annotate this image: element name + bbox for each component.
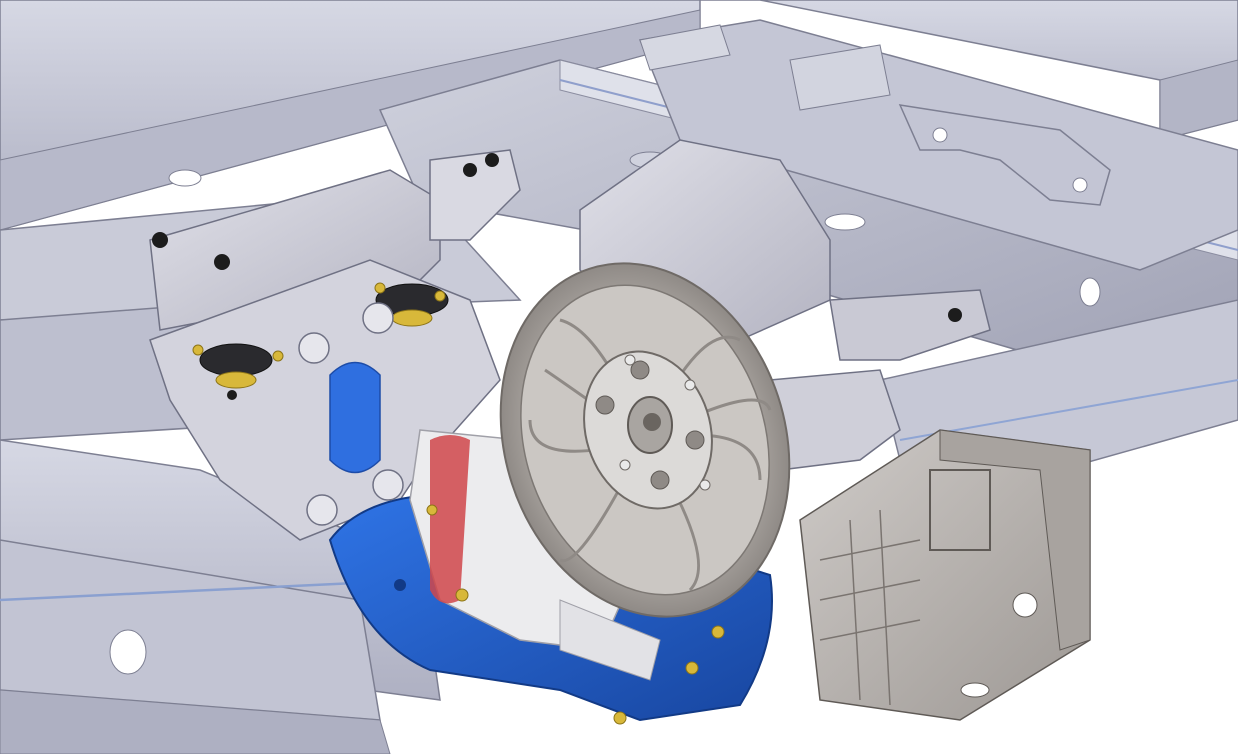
cooling-fan bbox=[499, 262, 791, 618]
controller-box bbox=[799, 429, 1091, 721]
bolts bbox=[152, 153, 962, 725]
mount-isolators bbox=[199, 283, 449, 389]
